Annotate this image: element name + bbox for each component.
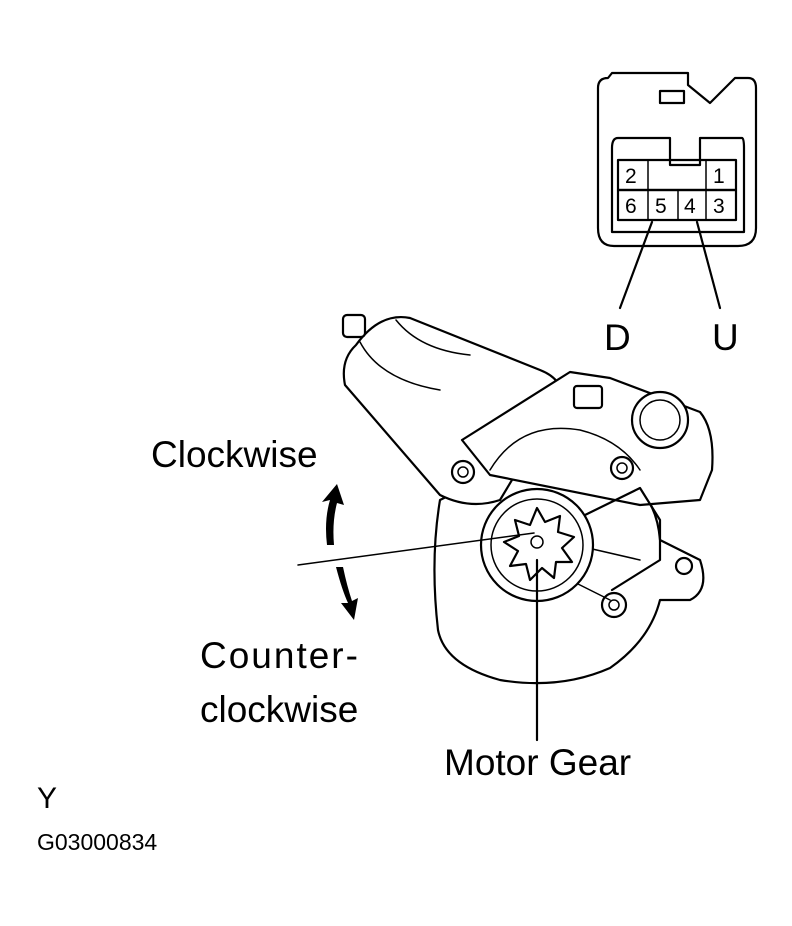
- motor-assembly: [341, 313, 714, 685]
- pin-1: 1: [713, 165, 725, 188]
- terminal-d-label: D: [604, 317, 631, 358]
- bolt-left: [450, 459, 476, 485]
- terminal-u-label: U: [712, 317, 739, 358]
- motor-gear: [502, 506, 576, 582]
- connector-cavity: [610, 136, 746, 234]
- pin-grid-bottom: [616, 188, 738, 222]
- figure-code: Y: [37, 782, 57, 815]
- connector: 2 1 6 5 4 3 D U: [596, 71, 758, 358]
- motor-shaft: [341, 313, 367, 339]
- counterclockwise-arrow: [336, 567, 358, 620]
- top-screw: [572, 384, 604, 410]
- motor-gear-label: Motor Gear: [444, 742, 631, 783]
- pin-4: 4: [684, 195, 696, 218]
- bolt-bottom: [600, 591, 628, 619]
- rotation-arrows: [297, 484, 535, 620]
- counterclockwise-label-line1: Counter-: [200, 635, 360, 676]
- counterclockwise-label-line2: clockwise: [200, 689, 358, 730]
- clockwise-arrow: [322, 484, 344, 545]
- pin-6: 6: [625, 195, 637, 218]
- leader-d: [618, 220, 654, 310]
- figure-id: G03000834: [37, 829, 157, 855]
- pin-3: 3: [713, 195, 725, 218]
- clockwise-label: Clockwise: [151, 434, 318, 475]
- bolt-tab: [674, 556, 694, 576]
- bolt-right: [609, 455, 635, 481]
- connector-latch: [658, 89, 686, 105]
- axis-pointer: [297, 532, 535, 566]
- pin-2: 2: [625, 165, 637, 188]
- pin-5: 5: [655, 195, 667, 218]
- leader-u: [695, 220, 722, 310]
- link-arm: [583, 486, 662, 592]
